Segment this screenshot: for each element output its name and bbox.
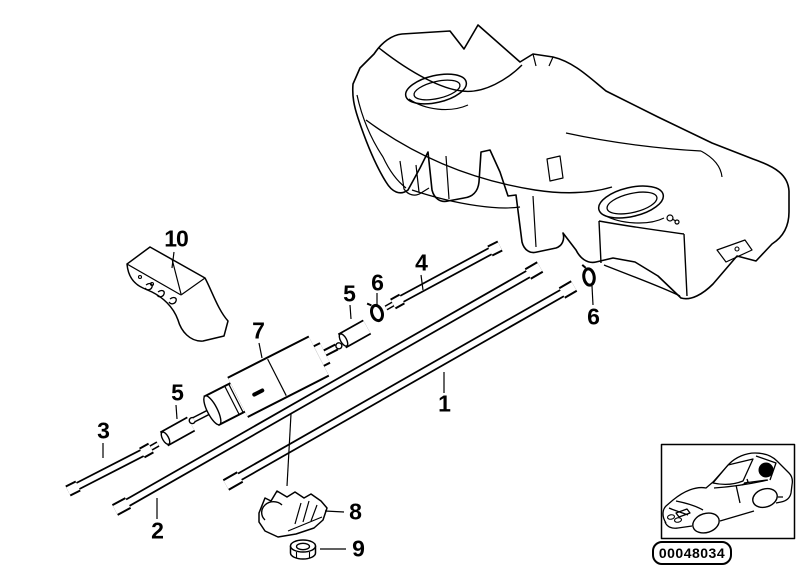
fuel-pipe-2 <box>111 261 544 516</box>
callout-9[interactable]: 9 <box>352 535 365 562</box>
fuel-hose-rear <box>337 319 372 349</box>
front-wheel <box>692 512 720 534</box>
tank-opening-left <box>404 73 469 111</box>
callout-6-right[interactable]: 6 <box>587 303 600 330</box>
fuel-pipe-3 <box>65 441 160 497</box>
tank-opening-right <box>597 185 680 225</box>
callout-5-rear[interactable]: 5 <box>343 280 356 307</box>
pipe-holder <box>258 490 328 538</box>
part-location-dot <box>758 462 774 478</box>
callout-4[interactable]: 4 <box>415 249 428 276</box>
hex-nut <box>289 539 317 560</box>
callout-8[interactable]: 8 <box>349 498 362 525</box>
hose-clamp-right <box>581 264 596 287</box>
rear-wheel <box>752 487 778 509</box>
callout-3[interactable]: 3 <box>97 417 110 444</box>
car-thumbnail <box>662 452 794 534</box>
callout-5-front[interactable]: 5 <box>171 379 184 406</box>
fuel-filter <box>188 335 343 427</box>
callout-10[interactable]: 10 <box>164 225 189 252</box>
car-location-inset <box>660 443 796 540</box>
leader-lines <box>102 251 594 550</box>
fuel-pipe-4 <box>384 240 503 311</box>
callout-1[interactable]: 1 <box>438 390 451 417</box>
callout-7[interactable]: 7 <box>252 317 265 344</box>
bracket <box>126 246 229 342</box>
fuel-pipe-1 <box>222 280 578 491</box>
filter-flow-mark <box>252 388 265 397</box>
fuel-hose-front <box>159 416 196 447</box>
callout-6-left[interactable]: 6 <box>371 269 384 296</box>
hose-clamp-left <box>366 302 385 323</box>
diagram-code-badge: 00048034 <box>652 541 732 565</box>
fuel-tank <box>351 24 790 300</box>
callout-2[interactable]: 2 <box>151 517 164 544</box>
